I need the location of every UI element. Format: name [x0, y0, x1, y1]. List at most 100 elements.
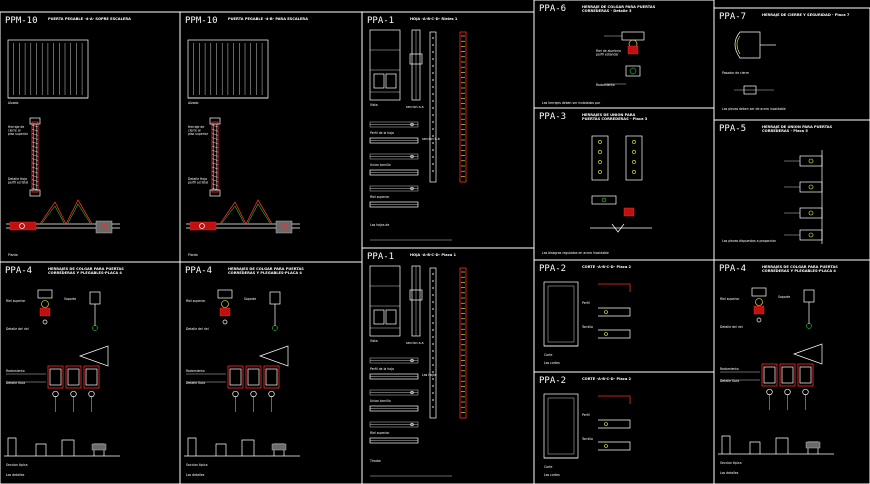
hanger-plate — [753, 305, 765, 315]
bottom-profile — [187, 437, 197, 456]
section-hatch — [211, 154, 219, 157]
note-text: Detalle del riel — [6, 327, 29, 331]
section-hatch — [31, 129, 39, 132]
plate — [623, 207, 635, 217]
hanger-plate — [39, 307, 51, 317]
section-hatch — [211, 162, 219, 165]
profile-fill — [805, 441, 821, 449]
bottom-fitting — [209, 189, 221, 197]
hinge-screw — [632, 160, 636, 164]
hinge-screw — [598, 150, 602, 154]
bracket-bolt — [808, 184, 814, 190]
bracket-bolt — [808, 158, 814, 164]
note-text: Rodamiento — [186, 369, 205, 373]
glass-panel — [373, 73, 385, 89]
panel-code: PPA-2 — [539, 376, 566, 386]
note-text: Los detalles — [6, 473, 25, 477]
screw-point — [432, 99, 435, 102]
bracket-bolt — [808, 232, 814, 238]
screw-point — [432, 357, 435, 360]
panel-code: PPA-2 — [539, 264, 566, 274]
bottom-fitting — [29, 189, 41, 197]
hinge-screw — [598, 140, 602, 144]
screw-point — [432, 120, 435, 123]
panel-code: PPA-7 — [719, 12, 746, 22]
bottom-profile — [7, 437, 17, 456]
section-mid — [598, 307, 631, 317]
section-hatch — [211, 158, 219, 161]
panel-subtitle: CORTE -A-B-C-D- Placa 2 — [582, 265, 632, 269]
folding-panel — [797, 363, 814, 387]
screw-point — [432, 37, 435, 40]
note-text: Detalle del riel — [186, 327, 209, 331]
section-hatch — [31, 175, 39, 178]
screw-point — [432, 350, 435, 353]
latch-bolt — [736, 35, 741, 55]
jamb-left — [9, 221, 37, 231]
panel-code: PPA-6 — [539, 4, 566, 14]
panel-subtitle: PUERTA PEGABLE -4-A- SOPRE ESCALERA — [48, 17, 131, 21]
bottom-profile — [749, 441, 761, 454]
note-text: Seccion tipica — [6, 463, 28, 467]
note-text: Union tornillo — [370, 163, 391, 167]
screw-point — [432, 343, 435, 346]
panel-inner — [265, 368, 278, 386]
hinge-screw — [632, 170, 636, 174]
screw-point — [432, 378, 435, 381]
panel-subtitle: PUERTA PEGABLE -4-B- PARA ESCALERA — [228, 17, 308, 21]
note-text: Los cortes — [544, 473, 560, 477]
screw-point — [432, 106, 435, 109]
profile-fill — [91, 443, 107, 451]
panel-inner — [799, 366, 812, 384]
screw-point — [432, 127, 435, 130]
leaf-elevation — [369, 29, 401, 101]
section-hatch — [31, 150, 39, 153]
section-hatch — [31, 133, 39, 136]
note-text: Tornillo — [581, 437, 593, 441]
leaf-swing — [247, 203, 271, 224]
note-text: Soporte — [778, 295, 790, 299]
screw-point — [432, 85, 435, 88]
note-text: Perfil de la hoja — [370, 131, 394, 135]
panel-subtitle: CORTE -A-B-C-D- Placa 2 — [582, 377, 632, 381]
panel-inner — [85, 368, 98, 386]
glass-panel — [385, 73, 397, 89]
screw-point — [432, 51, 435, 54]
note-text: Planta — [8, 253, 18, 257]
note-text: Riel superior — [720, 297, 740, 301]
screw-point — [432, 148, 435, 151]
screw — [604, 310, 608, 314]
screw-point — [432, 322, 435, 325]
screw-point — [432, 162, 435, 165]
note-text: Los cortes — [544, 361, 560, 365]
screw-point — [432, 308, 435, 311]
folding-panel — [761, 363, 778, 387]
panel-inner — [49, 368, 62, 386]
section-hatch — [31, 158, 39, 161]
fixing — [410, 422, 414, 427]
side-roller — [92, 325, 98, 331]
section-hatch — [31, 137, 39, 140]
folding-leaves — [39, 199, 93, 225]
section-hatch — [211, 171, 219, 174]
folding-panel — [47, 365, 64, 389]
screw-point — [432, 392, 435, 395]
section-mid — [598, 419, 631, 429]
screw-point — [432, 92, 435, 95]
folding-panel — [779, 363, 796, 387]
note-text: seccion b-b — [422, 137, 440, 141]
section-hatch — [31, 179, 39, 182]
fitting-lower — [625, 65, 641, 77]
note-text: Seccion tipica — [720, 461, 742, 465]
pin — [601, 197, 607, 203]
note-text: Las hojas — [422, 373, 437, 377]
